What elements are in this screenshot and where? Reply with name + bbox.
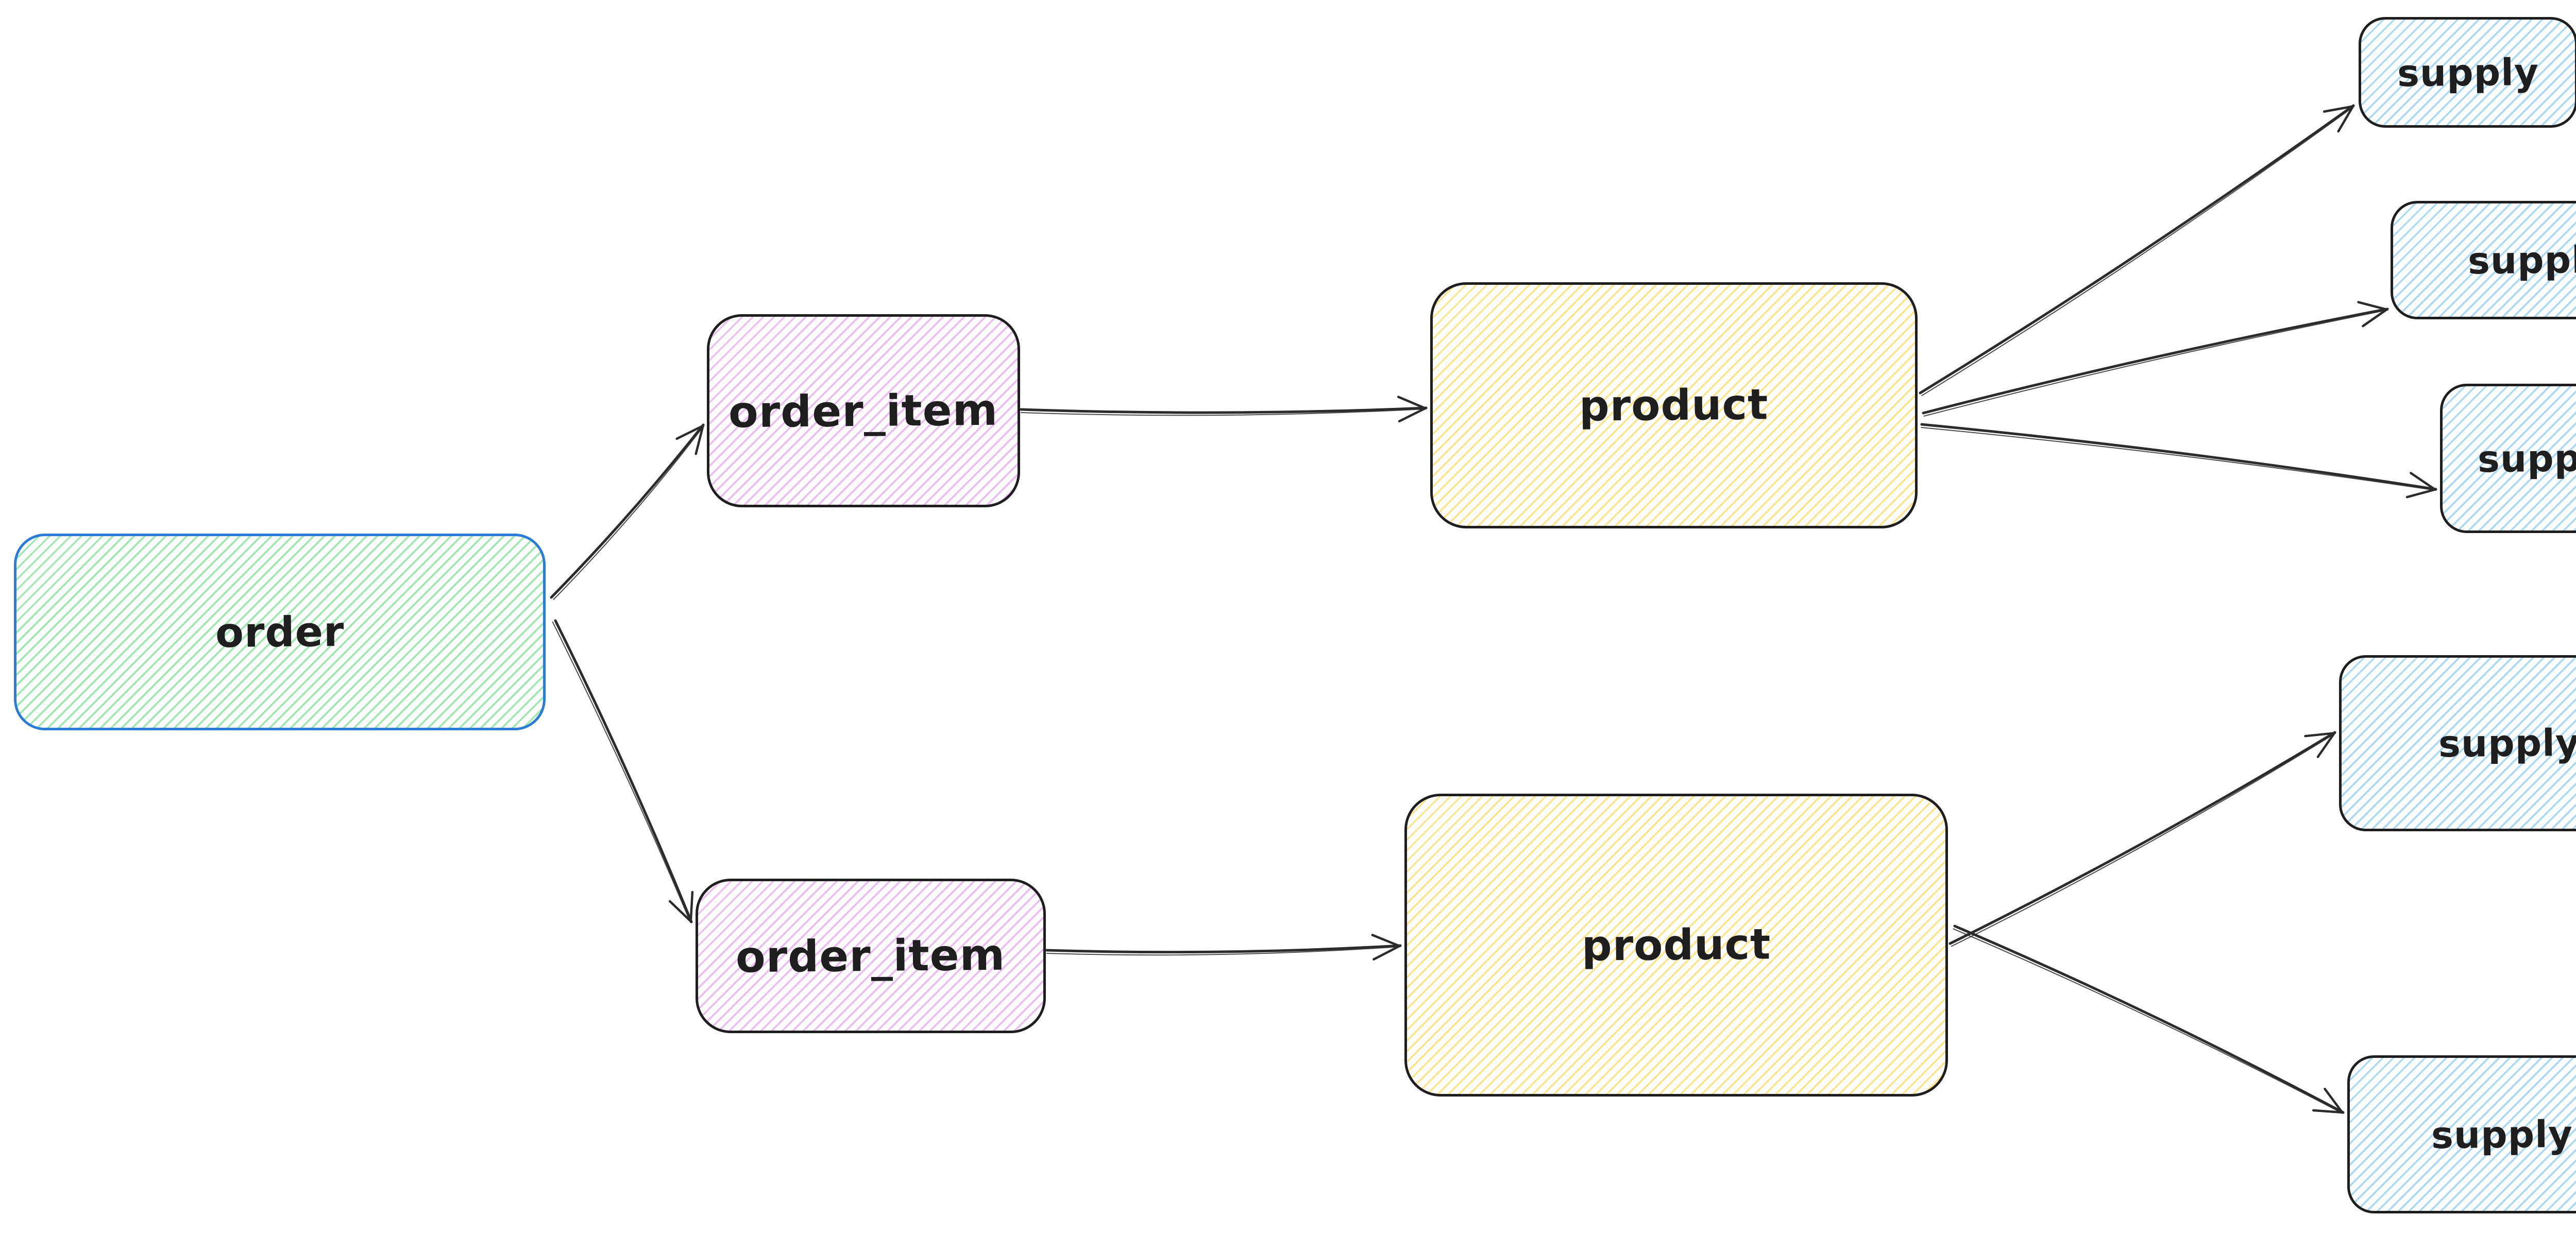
edge-order-to-order_item_2[interactable] [552, 619, 694, 923]
node-order_item_2[interactable]: order_item [696, 879, 1046, 1033]
node-label: supply [2431, 1112, 2573, 1157]
node-label: supply [2438, 721, 2576, 766]
node-label: order_item [728, 384, 998, 437]
node-label: product [1579, 380, 1769, 431]
node-supply_5[interactable]: supply [2347, 1055, 2576, 1213]
node-supply_4[interactable]: supply [2339, 655, 2576, 831]
edge-order_item_1-to-product_1[interactable] [1020, 396, 1428, 423]
node-label: supply [2477, 436, 2576, 481]
node-label: supply [2467, 237, 2576, 283]
edge-product_1-to-supply_2[interactable] [1922, 301, 2389, 417]
edge-product_2-to-supply_4[interactable] [1948, 731, 2336, 947]
node-label: product [1581, 919, 1771, 971]
node-label: order [215, 607, 345, 657]
edge-order_item_2-to-product_2[interactable] [1045, 934, 1402, 961]
edge-product_1-to-supply_3[interactable] [1920, 423, 2437, 499]
node-product_1[interactable]: product [1430, 282, 1918, 528]
node-supply_1[interactable]: supply [2359, 17, 2576, 128]
node-label: supply [2397, 50, 2539, 95]
node-order_item_1[interactable]: order_item [707, 314, 1020, 507]
edge-product_1-to-supply_1[interactable] [1919, 104, 2355, 396]
node-order[interactable]: order [14, 534, 546, 730]
node-label: order_item [736, 929, 1006, 983]
node-supply_2[interactable]: supply [2391, 201, 2576, 319]
edge-product_2-to-supply_5[interactable] [1953, 924, 2345, 1114]
node-product_2[interactable]: product [1404, 794, 1948, 1097]
node-supply_3[interactable]: supply [2440, 384, 2576, 533]
edge-order-to-order_item_1[interactable] [550, 423, 705, 600]
